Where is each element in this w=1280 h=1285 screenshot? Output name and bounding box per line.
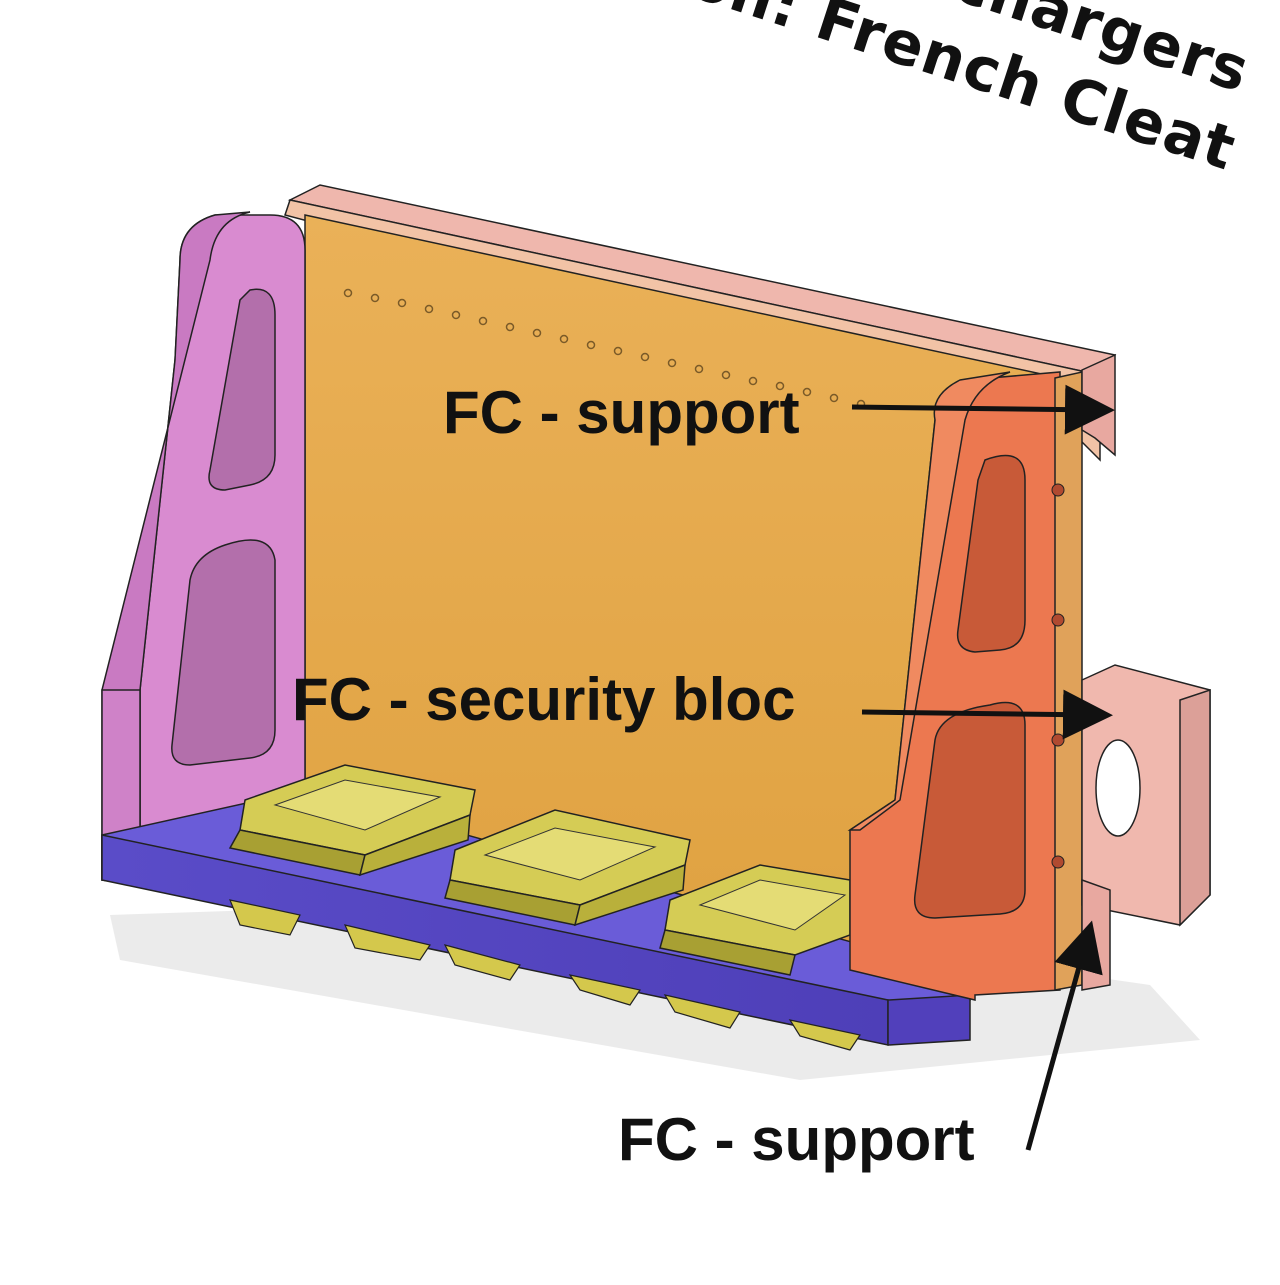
left-bracket [101, 211, 306, 886]
right-bracket [847, 371, 1083, 1001]
french-cleat-security-bloc [1081, 664, 1211, 927]
arrow-bot [1025, 920, 1103, 1151]
charger-pad-3 [659, 864, 851, 976]
callout-fc-support-top: FC - support [443, 379, 800, 446]
callout-fc-security-bloc: FC - security bloc [292, 666, 796, 733]
charger-pad-1 [228, 764, 476, 877]
underside-clips [229, 899, 861, 1051]
callout-fc-support-bottom: FC - support [618, 1106, 975, 1173]
perforation-row [343, 288, 866, 409]
charger-pad-2 [444, 809, 691, 927]
arrow-mid [861, 689, 1113, 740]
arrow-top [851, 384, 1115, 435]
